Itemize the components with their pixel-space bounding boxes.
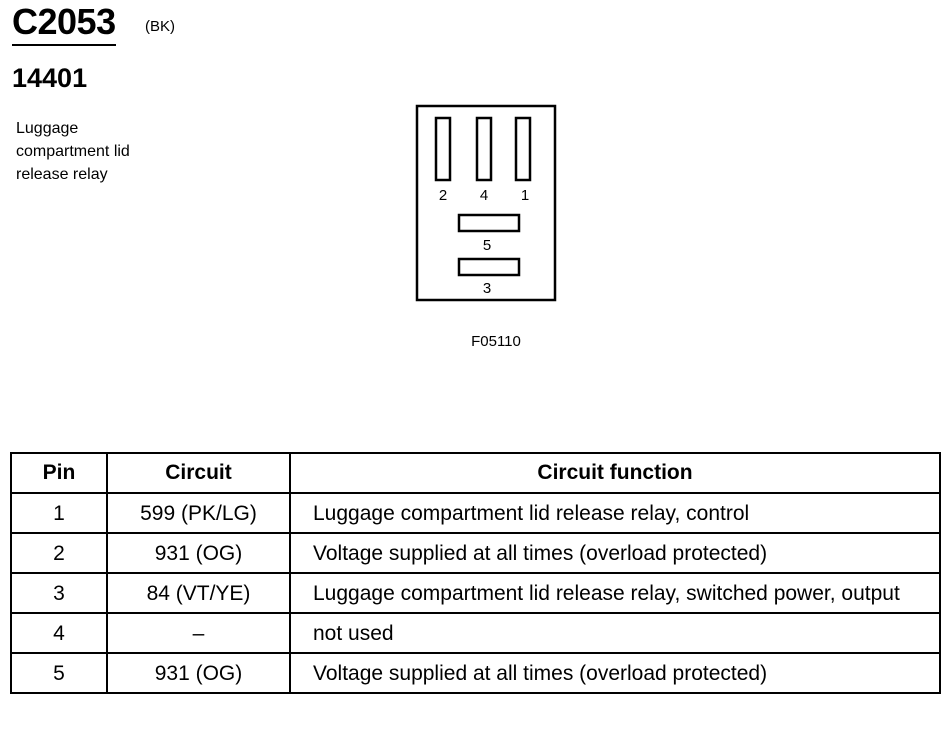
cell-circuit: 599 (PK/LG) [106, 492, 291, 534]
pin-terminal-4 [475, 116, 493, 182]
table-row: 5 931 (OG) Voltage supplied at all times… [10, 652, 941, 694]
pin-label-2: 2 [439, 187, 447, 204]
pin-label-1: 1 [521, 187, 529, 204]
cell-pin: 1 [10, 492, 108, 534]
table-row: 1 599 (PK/LG) Luggage compartment lid re… [10, 492, 941, 534]
header-function: Circuit function [289, 452, 941, 494]
pin-table: Pin Circuit Circuit function 1 599 (PK/L… [10, 452, 941, 694]
cell-circuit: 931 (OG) [106, 532, 291, 574]
cell-pin: 3 [10, 572, 108, 614]
table-row: 2 931 (OG) Voltage supplied at all times… [10, 532, 941, 574]
figure-id: F05110 [471, 333, 521, 350]
connector-housing [415, 104, 557, 302]
cell-function: Voltage supplied at all times (overload … [289, 652, 941, 694]
cell-function: Luggage compartment lid release relay, s… [289, 572, 941, 614]
pin-label-3: 3 [483, 280, 491, 297]
cell-circuit: – [106, 612, 291, 654]
component-description: Luggage compartment lid release relay [16, 120, 130, 183]
cell-circuit: 84 (VT/YE) [106, 572, 291, 614]
table-row: 3 84 (VT/YE) Luggage compartment lid rel… [10, 572, 941, 614]
pin-label-5: 5 [483, 237, 491, 254]
cell-pin: 2 [10, 532, 108, 574]
pin-terminal-1 [514, 116, 532, 182]
cell-function: Voltage supplied at all times (overload … [289, 532, 941, 574]
cell-pin: 4 [10, 612, 108, 654]
header-circuit: Circuit [106, 452, 291, 494]
table-header-row: Pin Circuit Circuit function [10, 452, 941, 494]
cell-function: Luggage compartment lid release relay, c… [289, 492, 941, 534]
pin-terminal-3 [457, 257, 521, 277]
header-pin: Pin [10, 452, 108, 494]
cell-pin: 5 [10, 652, 108, 694]
pin-terminal-5 [457, 213, 521, 233]
pin-label-4: 4 [480, 187, 488, 204]
pin-terminal-2 [434, 116, 452, 182]
cell-circuit: 931 (OG) [106, 652, 291, 694]
connector-id: C2053 [12, 2, 116, 46]
connector-color: (BK) [145, 18, 175, 35]
component-number: 14401 [12, 63, 88, 93]
table-row: 4 – not used [10, 612, 941, 654]
cell-function: not used [289, 612, 941, 654]
